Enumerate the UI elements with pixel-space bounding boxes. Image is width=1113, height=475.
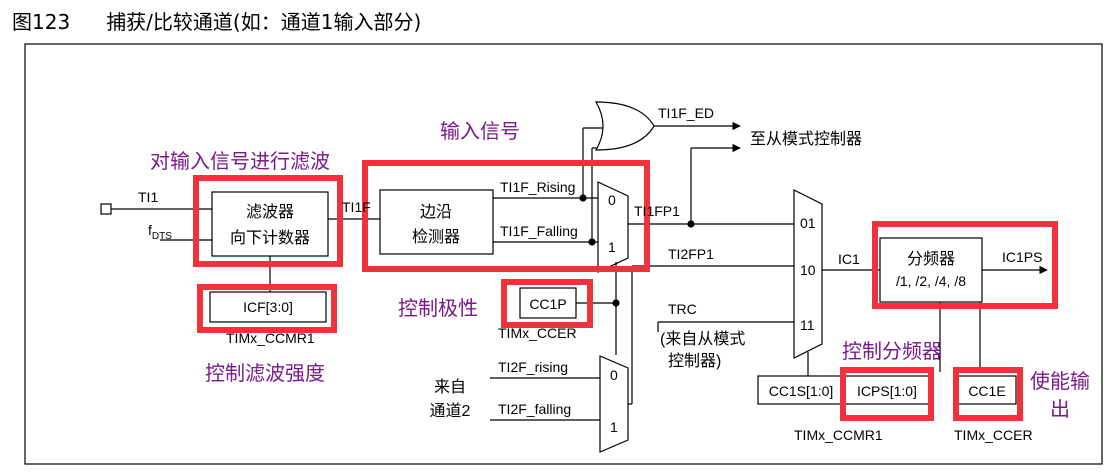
cc1e-register	[957, 375, 1017, 405]
mux1-zero: 0	[608, 192, 616, 208]
sel10-label: 10	[800, 262, 816, 278]
ccer-reg-label: TIMx_CCER	[954, 427, 1033, 443]
ti1-terminal	[100, 203, 112, 215]
highlight-filter	[193, 175, 343, 267]
figure-title: 捕获/比较通道(如：通道1输入部分)	[106, 10, 422, 34]
edge-detector-block	[379, 189, 494, 255]
cc1p-register	[519, 287, 577, 319]
figure-caption: 图123 捕获/比较通道(如：通道1输入部分)	[12, 6, 421, 38]
annotation-polarity: 控制极性	[398, 297, 478, 320]
filter-line2: 向下计数器	[230, 229, 310, 247]
prescaler-line2: /1, /2, /4, /8	[896, 273, 966, 289]
cc1p-text: CC1P	[529, 296, 566, 312]
cc1e-text: CC1E	[968, 383, 1005, 399]
annotation-filter-strength: 控制滤波强度	[205, 362, 325, 385]
figure-number: 图123	[12, 10, 71, 34]
ti2fp1-label: TI2FP1	[668, 246, 714, 262]
highlight-cc1p	[501, 279, 593, 328]
from-label-1: 来自	[434, 378, 466, 396]
highlight-prescaler	[872, 221, 1058, 309]
mux2-zero: 0	[610, 367, 618, 383]
polarity-mux	[597, 181, 629, 273]
rising-label: TI1F_Rising	[500, 179, 575, 195]
icf-text: ICF[3:0]	[243, 299, 293, 315]
ic1-label: IC1	[838, 251, 860, 267]
fdts-label: fDTS	[148, 222, 172, 242]
prescaler-block	[879, 237, 983, 303]
cc1s-text: CC1S[1:0]	[769, 383, 834, 399]
filter-line1: 滤波器	[246, 203, 294, 221]
trc-label: TRC	[668, 301, 697, 317]
from-label-2: 通道2	[430, 402, 471, 420]
mux1-one: 1	[608, 239, 616, 255]
selector-mux	[793, 189, 823, 359]
annotation-prescaler: 控制分频器	[842, 340, 942, 363]
highlight-icf	[197, 284, 337, 333]
highlight-edge-detector	[362, 160, 650, 272]
ti2f-falling-label: TI2F_falling	[498, 401, 571, 417]
prescaler-line1: 分频器	[907, 250, 955, 268]
ic1ps-label: IC1PS	[1002, 249, 1042, 265]
highlight-cc1e	[953, 367, 1023, 421]
annotation-filter: 对输入信号进行滤波	[150, 150, 330, 173]
ti2f-rising-label: TI2F_rising	[498, 359, 568, 375]
annotation-enable-2: 出	[1050, 398, 1070, 421]
trc-note-2: 控制器)	[668, 352, 721, 370]
highlight-icps	[840, 367, 934, 421]
sel11-label: 11	[800, 317, 815, 333]
sel01-label: 01	[800, 215, 816, 231]
ti1f-label: TI1F	[342, 199, 371, 215]
annotation-input-signal: 输入信号	[440, 120, 520, 143]
icf-reg-label: TIMx_CCMR1	[226, 330, 315, 346]
ccmr1-reg-label: TIMx_CCMR1	[794, 427, 883, 443]
annotation-enable-1: 使能输	[1030, 370, 1090, 393]
diagram-frame	[24, 43, 1103, 465]
trc-note-1: (来自从模式	[660, 330, 745, 348]
icps-text: ICPS[1:0]	[857, 383, 917, 399]
ti1f-ed-label: TI1F_ED	[658, 105, 714, 121]
mux2-one: 1	[610, 419, 618, 435]
or-gate	[594, 101, 655, 151]
cc1p-reg-label: TIMx_CCER	[498, 325, 577, 341]
to-slave-label: 至从模式控制器	[750, 130, 862, 148]
edge-line1: 边沿	[420, 203, 452, 221]
ti1fp1-label: TI1FP1	[634, 203, 680, 219]
edge-line2: 检测器	[412, 228, 460, 246]
ti1-label: TI1	[138, 189, 158, 205]
icf-register	[209, 291, 327, 323]
falling-label: TI1F_Falling	[500, 223, 578, 239]
